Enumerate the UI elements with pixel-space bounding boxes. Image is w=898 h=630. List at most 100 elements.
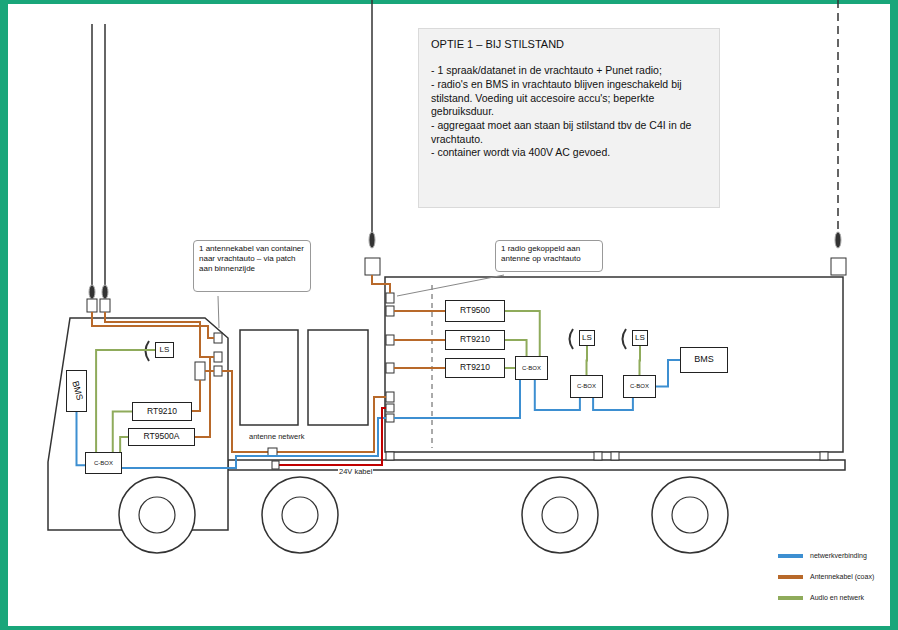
wheel-rim: [542, 497, 578, 533]
node-text: - aggregaat moet aan staan bij stilstand…: [431, 119, 707, 146]
cbox-box: C-BOX: [623, 375, 656, 398]
antenna-mount: [831, 258, 846, 275]
wheel-rim: [672, 497, 708, 533]
node-text: 1 radio gekoppeld aan antenne op vrachta…: [501, 244, 597, 264]
antenna-base: [835, 232, 841, 248]
bms-box: BMS: [66, 370, 87, 412]
node-text: RT9500A: [144, 432, 180, 441]
legend-row: Audio en netwerk: [778, 594, 864, 601]
audio-network-connection: [120, 437, 128, 452]
network-connection: [593, 398, 633, 410]
container-foot: [594, 452, 602, 460]
cbox-box: C-BOX: [515, 356, 548, 380]
node-text: - container wordt via 400V AC gevoed.: [431, 146, 707, 160]
audio-network-connection: [505, 311, 540, 356]
antenna-mast: [104, 24, 106, 290]
radio-box: RT9210: [445, 358, 505, 378]
patch-point: [214, 352, 222, 362]
node-text: LS: [160, 346, 170, 355]
container-foot: [386, 452, 394, 460]
wheel: [119, 477, 195, 553]
callout-leader: [397, 275, 504, 296]
coax-cable: [222, 371, 386, 452]
patch-point: [386, 306, 394, 316]
network-cable: [394, 380, 520, 418]
radio-box: RT9500A: [128, 428, 195, 446]
bms-box: BMS: [680, 347, 728, 373]
network-cable: [122, 418, 386, 468]
legend-swatch: [778, 575, 803, 579]
coax-cable: [394, 310, 445, 312]
audio-network-connection: [505, 340, 527, 356]
callout-leader: [218, 296, 219, 328]
patch-point: [214, 333, 222, 343]
power-connector: [272, 461, 279, 469]
patch-point: [386, 414, 394, 422]
coax-cable: [92, 312, 214, 338]
legend-text: Antennekabel (coax): [810, 573, 874, 580]
wheel: [652, 477, 728, 553]
network-connection: [77, 412, 86, 465]
speaker-box: LS: [632, 330, 648, 346]
callout-box: 1 radio gekoppeld aan antenne op vrachta…: [495, 240, 603, 272]
wheel-rim: [282, 497, 318, 533]
coax-cable: [192, 380, 200, 411]
node-text: C-BOX: [522, 365, 541, 372]
node-text: RT9210: [460, 363, 490, 372]
cbox-box: C-BOX: [570, 375, 603, 398]
node-text: 1 antennekabel van container naar vracht…: [199, 244, 305, 274]
antenna-network-box: [268, 448, 277, 456]
chassis-tank: [308, 330, 368, 425]
node-text: BMS: [694, 355, 714, 365]
node-text: - 1 spraak/datanet in de vrachtauto + Pu…: [431, 64, 707, 78]
node-text: C-BOX: [577, 383, 596, 390]
node-text: LS: [635, 334, 645, 343]
antenna-mount: [365, 258, 380, 275]
patch-point: [386, 404, 394, 412]
antenna-mast-dashed: [837, 0, 839, 236]
speaker-symbol: [570, 329, 574, 349]
chassis-tank: [240, 330, 298, 425]
antenna-base: [369, 232, 375, 248]
container-partition: [432, 285, 433, 448]
cbox-box: C-BOX: [85, 452, 122, 474]
legend-text: netwerkverbinding: [810, 552, 867, 559]
node-text: RT9210: [460, 335, 490, 344]
node-text: RT9500: [460, 306, 490, 315]
antenna-base: [102, 285, 108, 299]
audio-network-connection: [639, 346, 642, 375]
antenna-mount: [87, 299, 97, 312]
radio-box: RT9210: [132, 402, 192, 421]
coax-cable: [372, 275, 390, 293]
patch-point: [386, 335, 394, 345]
network-connection: [656, 360, 680, 387]
node-text: C-BOX: [630, 383, 649, 390]
container-body: [385, 277, 843, 452]
patch-point: [386, 363, 394, 373]
page-ground: [8, 4, 890, 626]
node-text: LS: [582, 334, 592, 343]
node-text: RT9210: [147, 407, 177, 416]
cable-label: antenne netwerk: [248, 433, 305, 442]
speaker-box: LS: [579, 330, 595, 346]
note-heading: OPTIE 1 – BIJ STILSTAND: [431, 37, 707, 51]
node-text: BMS: [69, 380, 84, 401]
speaker-box: LS: [155, 342, 174, 358]
patch-point: [195, 362, 205, 380]
wheel: [262, 477, 338, 553]
container-foot: [611, 452, 619, 460]
legend-swatch: [778, 554, 803, 558]
antenna-mast: [91, 24, 93, 290]
node-text: - radio's en BMS in vrachtauto blijven i…: [431, 78, 707, 119]
audio-network-connection: [505, 367, 515, 369]
legend-swatch: [778, 596, 803, 600]
radio-box: RT9500: [445, 300, 505, 322]
legend-row: netwerkverbinding: [778, 552, 867, 559]
antenna-mast: [371, 0, 373, 236]
antenna-base: [89, 285, 95, 299]
radio-box: RT9210: [445, 330, 505, 350]
patch-point: [214, 366, 222, 376]
container-foot: [820, 452, 828, 460]
coax-cable: [394, 367, 445, 369]
